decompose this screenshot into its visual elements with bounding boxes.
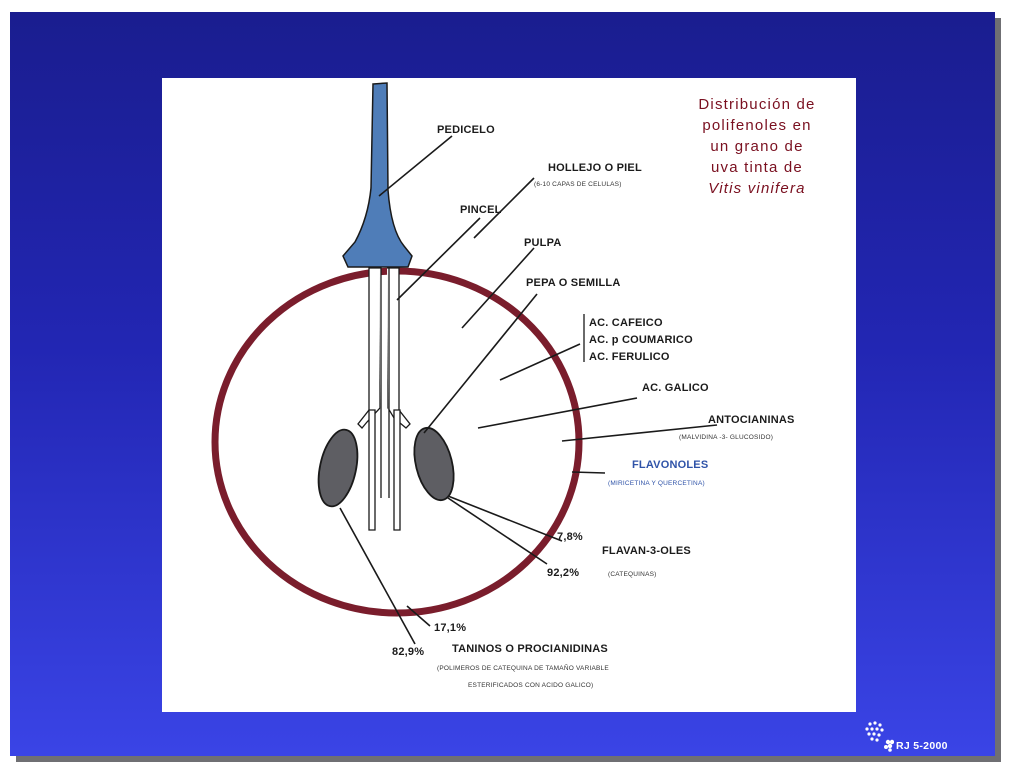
- label-taninos-sub-1: (POLIMEROS DE CATEQUINA DE TAMAÑO VARIAB…: [437, 663, 609, 672]
- label-pulpa: PULPA: [524, 237, 561, 249]
- label-ac-ferulico: AC. FERULICO: [589, 351, 670, 363]
- title-line-3: un grano de: [662, 136, 852, 157]
- slide-background: PEDICELO HOLLEJO O PIEL (6-10 CAPAS DE C…: [10, 12, 995, 756]
- label-antocianinas-sub: (MALVIDINA -3- GLUCOSIDO): [679, 434, 773, 441]
- label-taninos-pct-bottom: 82,9%: [392, 646, 424, 658]
- title-species: Vitis vinifera: [662, 178, 852, 199]
- label-ac-galico: AC. GALICO: [642, 382, 709, 394]
- label-taninos-pct-top: 17,1%: [434, 622, 466, 634]
- pedicel-shape: [343, 83, 412, 267]
- label-flavonoles: FLAVONOLES: [632, 459, 708, 471]
- label-pincel: PINCEL: [460, 204, 502, 216]
- credit-logo: RJ 5-2000: [858, 718, 998, 758]
- credit-text: RJ 5-2000: [896, 740, 948, 752]
- title-line-2: polifenoles en: [662, 115, 852, 136]
- label-hollejo-sub: (6-10 CAPAS DE CELULAS): [534, 181, 622, 188]
- label-pedicelo: PEDICELO: [437, 124, 495, 136]
- label-ac-coumarico: AC. p COUMARICO: [589, 334, 693, 346]
- label-antocianinas: ANTOCIANINAS: [708, 414, 795, 426]
- label-flavan-pct-top: 7,8%: [557, 531, 583, 543]
- label-flavan: FLAVAN-3-OLES: [602, 545, 691, 557]
- label-flavan-sub: (CATEQUINAS): [608, 571, 657, 578]
- title-line-4: uva tinta de: [662, 157, 852, 178]
- label-hollejo: HOLLEJO O PIEL: [548, 162, 642, 174]
- label-pepa: PEPA O SEMILLA: [526, 277, 620, 289]
- slide-title: Distribución de polifenoles en un grano …: [662, 94, 852, 199]
- label-ac-cafeico: AC. CAFEICO: [589, 317, 663, 329]
- label-flavan-pct-bottom: 92,2%: [547, 567, 579, 579]
- grape-cluster-icon: [858, 718, 894, 752]
- label-flavonoles-sub: (MIRICETINA Y QUERCETINA): [608, 480, 705, 487]
- label-taninos: TANINOS O PROCIANIDINAS: [452, 643, 608, 655]
- label-taninos-sub-2: ESTERIFICADOS CON ACIDO GALICO): [468, 682, 593, 689]
- diagram-panel: PEDICELO HOLLEJO O PIEL (6-10 CAPAS DE C…: [162, 78, 856, 712]
- title-line-1: Distribución de: [662, 94, 852, 115]
